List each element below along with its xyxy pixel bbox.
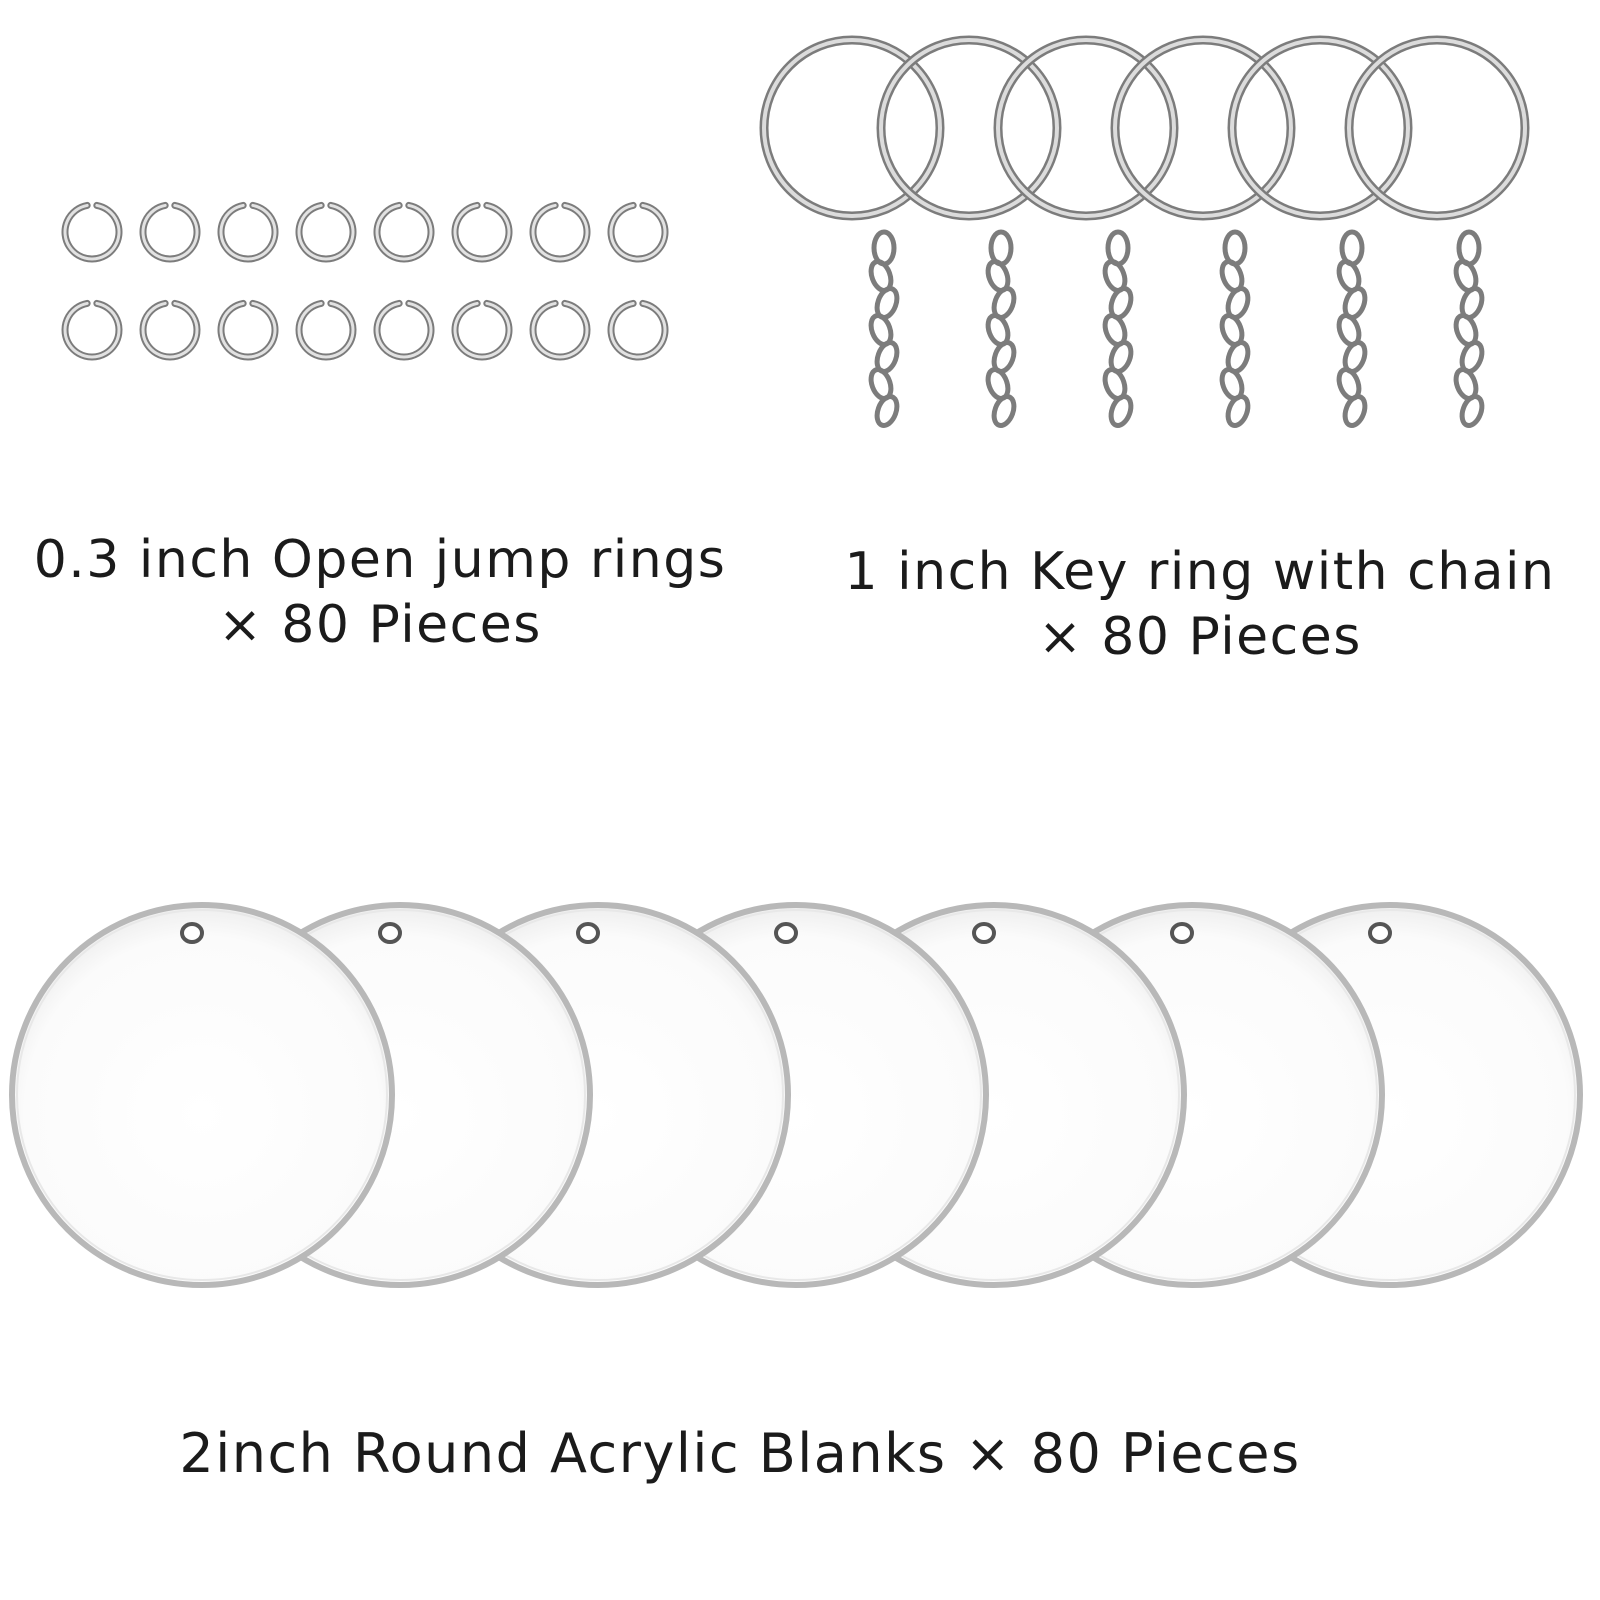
jump-rings-size-label: 0.3 inch Open jump rings xyxy=(33,530,727,590)
jump-ring-icon xyxy=(529,201,591,263)
key-ring-icon xyxy=(759,35,945,428)
jump-rings-caption: 0.3 inch Open jump rings × 80 Pieces xyxy=(20,528,740,658)
jump-rings-group xyxy=(61,201,669,361)
key-rings-size-label: 1 inch Key ring with chain xyxy=(844,542,1556,602)
jump-ring-icon xyxy=(295,201,357,263)
key-rings-group xyxy=(759,35,1530,428)
key-ring-icon xyxy=(993,35,1179,428)
key-ring-icon xyxy=(876,35,1062,428)
jump-ring-icon xyxy=(607,201,669,263)
key-ring-icon xyxy=(1344,35,1530,428)
jump-ring-icon xyxy=(373,201,435,263)
acrylic-blanks-label: 2inch Round Acrylic Blanks × 80 Pieces xyxy=(179,1422,1301,1485)
jump-ring-icon xyxy=(607,299,669,361)
acrylic-blanks-caption: 2inch Round Acrylic Blanks × 80 Pieces xyxy=(160,1420,1320,1488)
key-rings-caption: 1 inch Key ring with chain × 80 Pieces xyxy=(830,540,1570,670)
jump-ring-icon xyxy=(61,201,123,263)
jump-ring-icon xyxy=(451,201,513,263)
jump-ring-icon xyxy=(61,299,123,361)
jump-ring-icon xyxy=(295,299,357,361)
jump-ring-icon xyxy=(139,201,201,263)
key-rings-quantity-label: × 80 Pieces xyxy=(1038,607,1362,667)
jump-ring-icon xyxy=(373,299,435,361)
jump-ring-icon xyxy=(451,299,513,361)
key-ring-icon xyxy=(1227,35,1413,428)
acrylic-discs-group xyxy=(9,902,1583,1288)
jump-ring-icon xyxy=(139,299,201,361)
jump-ring-icon xyxy=(217,201,279,263)
jump-rings-quantity-label: × 80 Pieces xyxy=(218,595,542,655)
jump-ring-icon xyxy=(217,299,279,361)
acrylic-disc-icon xyxy=(9,902,395,1288)
key-ring-icon xyxy=(1110,35,1296,428)
jump-ring-icon xyxy=(529,299,591,361)
